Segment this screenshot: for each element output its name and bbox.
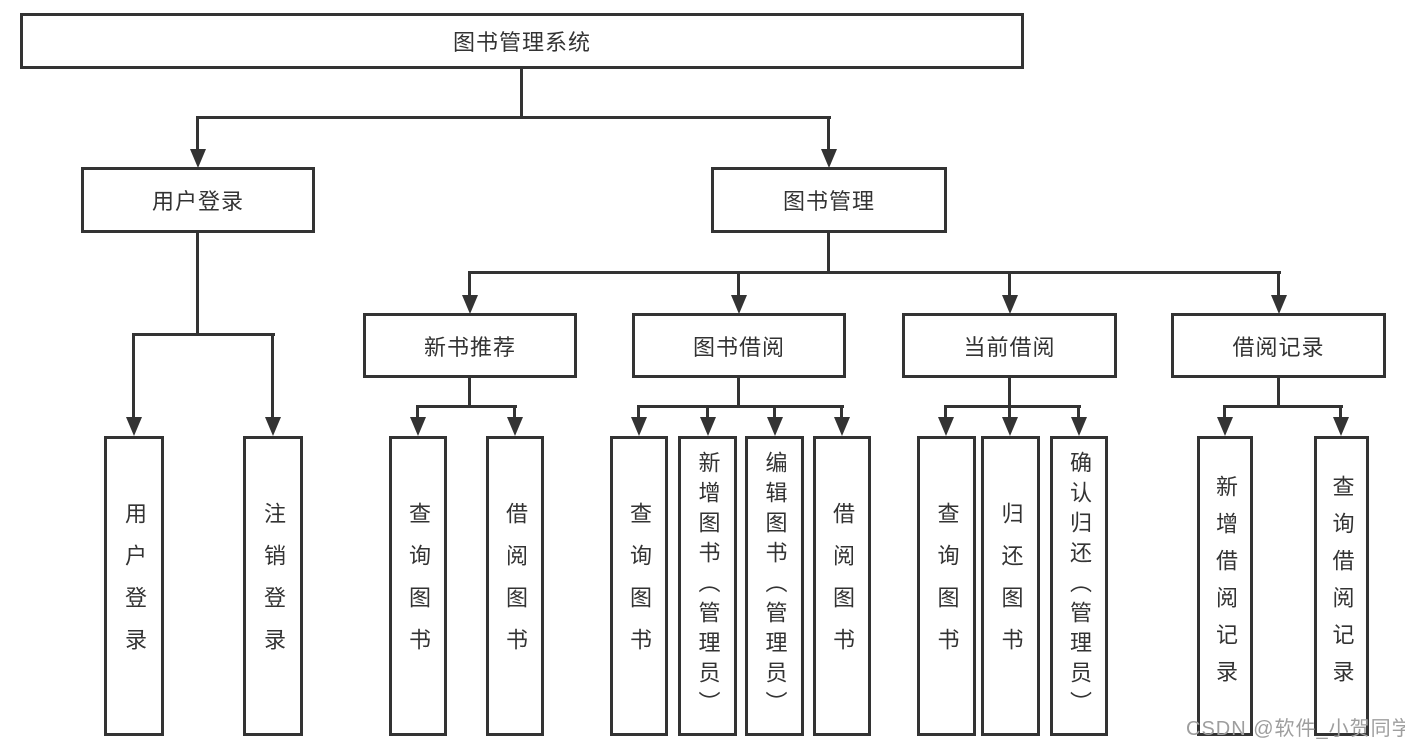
node-label: 图书借阅 — [692, 334, 785, 360]
leaf-logout: 注销登录 — [243, 436, 303, 736]
csdn-watermark: CSDN @软件_小贺同学 — [1186, 718, 1405, 740]
connector-vline — [944, 405, 947, 418]
arrow-down-icon — [1333, 417, 1349, 436]
connector-hline — [637, 405, 844, 408]
node-new-book-recommendation: 新书推荐 — [363, 313, 577, 378]
connector-hline — [944, 405, 1081, 408]
leaf-return-books: 归还图书 — [981, 436, 1040, 736]
leaf-query-borrow-record: 查询借阅记录 — [1314, 436, 1369, 736]
node-label: 用户登录 — [122, 502, 147, 670]
connector-vline — [1008, 405, 1011, 418]
node-label: 查询图书 — [934, 502, 960, 670]
leaf-query-books-current: 查询图书 — [917, 436, 976, 736]
node-borrowing-records: 借阅记录 — [1171, 313, 1386, 378]
arrow-down-icon — [731, 295, 747, 314]
leaf-add-borrow-record: 新增借阅记录 — [1197, 436, 1253, 736]
leaf-borrow-books-recommend: 借阅图书 — [486, 436, 544, 736]
node-label: 注销登录 — [261, 502, 286, 670]
node-label: 图书管理系统 — [452, 30, 591, 55]
leaf-edit-books-admin: 编辑图书（管理员） — [745, 436, 804, 736]
arrow-down-icon — [1217, 417, 1233, 436]
node-label: 借阅记录 — [1232, 334, 1325, 360]
connector-vline — [706, 405, 709, 418]
arrow-down-icon — [507, 417, 523, 436]
node-label: 归还图书 — [998, 502, 1024, 670]
node-label: 当前借阅 — [963, 334, 1056, 360]
connector-vline — [827, 233, 830, 274]
node-label: 新增借阅记录 — [1213, 475, 1238, 697]
arrow-down-icon — [834, 417, 850, 436]
connector-vline — [468, 378, 471, 407]
connector-hline — [197, 116, 831, 119]
node-library-management-system: 图书管理系统 — [20, 13, 1024, 69]
node-label: 查询图书 — [627, 502, 652, 670]
node-label: 借阅图书 — [503, 502, 528, 670]
connector-vline — [1077, 405, 1080, 418]
connector-vline — [1223, 405, 1226, 418]
arrow-down-icon — [1071, 417, 1087, 436]
connector-vline — [416, 405, 419, 418]
arrow-down-icon — [265, 417, 281, 436]
node-current-borrowing: 当前借阅 — [902, 313, 1117, 378]
connector-vline — [1277, 271, 1280, 297]
arrow-down-icon — [767, 417, 783, 436]
connector-vline — [1339, 405, 1342, 418]
node-label: 用户登录 — [151, 189, 244, 214]
connector-vline — [737, 271, 740, 297]
connector-vline — [637, 405, 640, 418]
node-label: 查询借阅记录 — [1329, 475, 1355, 697]
connector-vline — [520, 69, 523, 118]
leaf-add-books-admin: 新增图书（管理员） — [678, 436, 737, 736]
connector-vline — [468, 271, 471, 297]
connector-vline — [196, 233, 199, 335]
connector-vline — [271, 333, 274, 418]
connector-hline — [1223, 405, 1343, 408]
connector-vline — [1008, 378, 1011, 407]
connector-hline — [468, 271, 1281, 274]
node-label: 编辑图书（管理员） — [762, 451, 788, 721]
node-book-management: 图书管理 — [711, 167, 947, 233]
arrow-down-icon — [1002, 417, 1018, 436]
connector-vline — [1277, 378, 1280, 407]
arrow-down-icon — [1002, 295, 1018, 314]
arrow-down-icon — [821, 149, 837, 168]
connector-vline — [132, 333, 135, 418]
arrow-down-icon — [126, 417, 142, 436]
connector-vline — [827, 116, 830, 151]
arrow-down-icon — [410, 417, 426, 436]
node-label: 确认归还（管理员） — [1067, 451, 1092, 721]
leaf-user-login: 用户登录 — [104, 436, 164, 736]
arrow-down-icon — [1271, 295, 1287, 314]
node-label: 图书管理 — [782, 189, 875, 214]
leaf-borrow-books-borrowing: 借阅图书 — [813, 436, 871, 736]
node-user-login: 用户登录 — [81, 167, 315, 233]
node-label: 借阅图书 — [830, 502, 855, 670]
leaf-query-books-borrowing: 查询图书 — [610, 436, 668, 736]
connector-vline — [513, 405, 516, 418]
node-book-borrowing: 图书借阅 — [632, 313, 846, 378]
arrow-down-icon — [938, 417, 954, 436]
arrow-down-icon — [700, 417, 716, 436]
connector-vline — [773, 405, 776, 418]
node-label: 新增图书（管理员） — [695, 451, 721, 721]
connector-vline — [1008, 271, 1011, 297]
connector-hline — [132, 333, 275, 336]
connector-hline — [416, 405, 517, 408]
arrow-down-icon — [190, 149, 206, 168]
node-label: 新书推荐 — [423, 334, 516, 360]
connector-vline — [196, 116, 199, 151]
connector-vline — [737, 378, 740, 407]
connector-vline — [840, 405, 843, 418]
leaf-query-books-recommend: 查询图书 — [389, 436, 447, 736]
leaf-confirm-return-admin: 确认归还（管理员） — [1050, 436, 1108, 736]
arrow-down-icon — [462, 295, 478, 314]
node-label: 查询图书 — [406, 502, 431, 670]
arrow-down-icon — [631, 417, 647, 436]
